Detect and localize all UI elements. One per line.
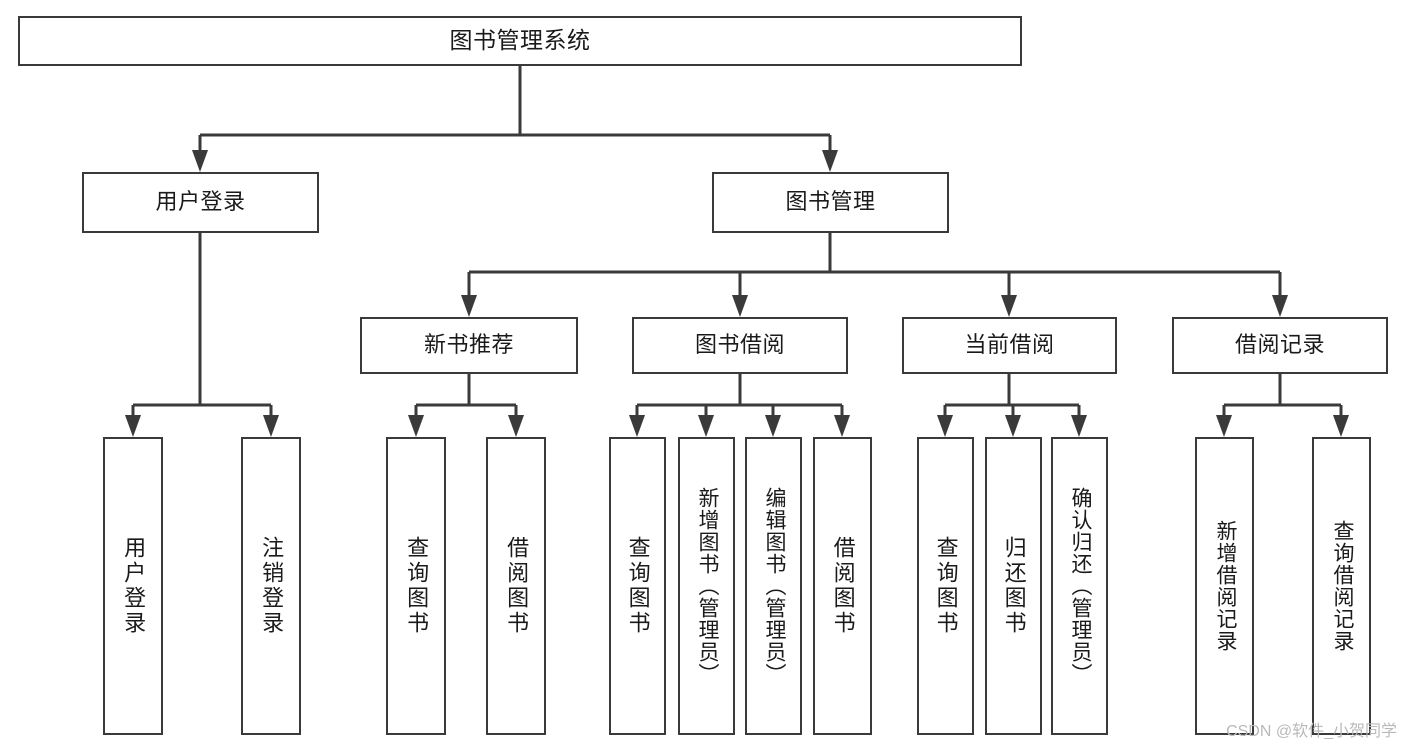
node-label: 新书推荐: [423, 332, 514, 358]
node-l2-2[interactable]: 图书管理: [712, 172, 949, 233]
arrowhead-icon: [192, 150, 208, 172]
node-leaf-12[interactable]: 新增借阅记录: [1195, 437, 1254, 735]
node-leaf-1[interactable]: 用户登录: [103, 437, 163, 735]
node-label: 查询借阅记录: [1330, 520, 1354, 652]
arrowhead-icon: [1005, 415, 1021, 437]
node-label: 用户登录: [121, 536, 147, 636]
arrowhead-icon: [1216, 415, 1232, 437]
node-label: 新增借阅记录: [1213, 520, 1237, 652]
node-l2-1[interactable]: 用户登录: [82, 172, 319, 233]
node-label: 归还图书: [1001, 536, 1027, 636]
arrowhead-icon: [698, 415, 714, 437]
node-leaf-3[interactable]: 查询图书: [386, 437, 446, 735]
node-leaf-9[interactable]: 查询图书: [917, 437, 974, 735]
node-label: 确认归还（管理员）: [1068, 487, 1092, 685]
node-leaf-10[interactable]: 归还图书: [985, 437, 1042, 735]
node-label: 借阅图书: [830, 536, 856, 636]
arrowhead-icon: [732, 295, 748, 317]
arrowhead-icon: [834, 415, 850, 437]
node-label: 新增图书（管理员）: [695, 487, 719, 685]
node-label: 查询图书: [933, 536, 959, 636]
node-leaf-2[interactable]: 注销登录: [241, 437, 301, 735]
arrowhead-icon: [629, 415, 645, 437]
node-leaf-4[interactable]: 借阅图书: [486, 437, 546, 735]
node-root[interactable]: 图书管理系统: [18, 16, 1022, 66]
node-label: 借阅图书: [504, 536, 530, 636]
node-label: 用户登录: [155, 189, 246, 215]
arrowhead-icon: [125, 415, 141, 437]
node-label: 借阅记录: [1234, 332, 1325, 358]
arrowhead-icon: [263, 415, 279, 437]
arrowhead-icon: [822, 150, 838, 172]
node-label: 查询图书: [404, 536, 430, 636]
node-label: 图书管理系统: [449, 27, 591, 54]
node-leaf-13[interactable]: 查询借阅记录: [1312, 437, 1371, 735]
node-l3-2[interactable]: 图书借阅: [632, 317, 848, 374]
arrowhead-icon: [937, 415, 953, 437]
node-l3-1[interactable]: 新书推荐: [360, 317, 578, 374]
watermark-label: CSDN @软件_小贺同学: [1226, 723, 1397, 740]
arrowhead-icon: [1001, 295, 1017, 317]
arrowhead-icon: [461, 295, 477, 317]
arrowhead-icon: [508, 415, 524, 437]
node-label: 注销登录: [259, 536, 285, 636]
node-label: 当前借阅: [964, 332, 1055, 358]
arrowhead-icon: [1272, 295, 1288, 317]
node-leaf-5[interactable]: 查询图书: [609, 437, 666, 735]
arrowhead-icon: [1071, 415, 1087, 437]
node-leaf-11[interactable]: 确认归还（管理员）: [1051, 437, 1108, 735]
node-label: 查询图书: [625, 536, 651, 636]
node-leaf-7[interactable]: 编辑图书（管理员）: [745, 437, 802, 735]
node-label: 图书借阅: [694, 332, 785, 358]
node-leaf-6[interactable]: 新增图书（管理员）: [678, 437, 735, 735]
node-label: 编辑图书（管理员）: [762, 487, 786, 685]
arrowhead-icon: [1333, 415, 1349, 437]
arrowhead-icon: [765, 415, 781, 437]
node-l3-4[interactable]: 借阅记录: [1172, 317, 1388, 374]
node-leaf-8[interactable]: 借阅图书: [813, 437, 872, 735]
node-label: 图书管理: [785, 189, 876, 215]
node-l3-3[interactable]: 当前借阅: [902, 317, 1117, 374]
arrowhead-icon: [408, 415, 424, 437]
